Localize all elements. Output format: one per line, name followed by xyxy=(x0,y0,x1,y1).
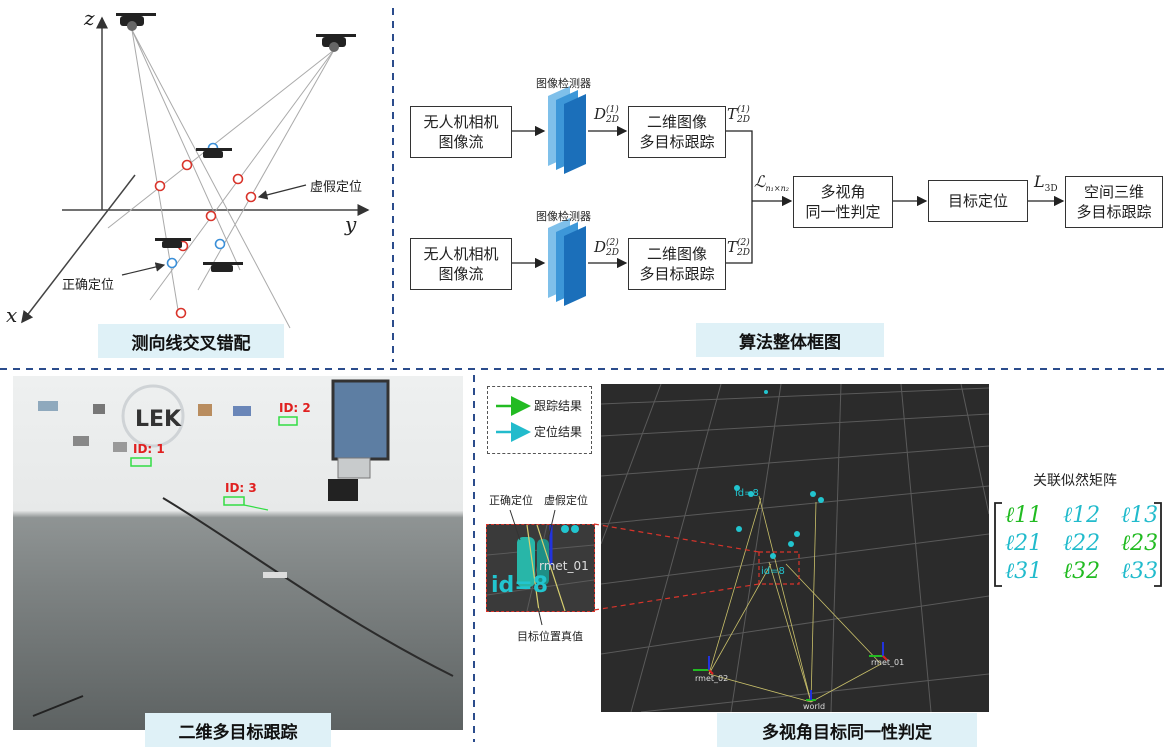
zoom-connector xyxy=(593,523,760,611)
caption-multiview-identity: 多视角目标同一性判定 xyxy=(717,713,977,747)
frame-rmet01-label: rmet_01 xyxy=(871,658,905,667)
axis-x-label: x xyxy=(6,303,18,327)
viz-target-id-1: id=8 xyxy=(735,488,759,499)
tracker-2d-2: 二维图像多目标跟踪 xyxy=(628,238,726,290)
matrix-title: 关联似然矩阵 xyxy=(1033,473,1117,489)
matrix-cell-3-3: ℓ33 xyxy=(1121,559,1159,584)
detector-label-2: 图像检测器 xyxy=(536,210,591,223)
detector-stack-icon xyxy=(548,218,586,306)
uav-image-stream-2: 无人机相机图像流 xyxy=(410,238,512,290)
l3d-symbol: L3D xyxy=(1034,172,1058,195)
frame-world-label: world xyxy=(803,702,826,711)
d2d-1-symbol: D(1)2D xyxy=(594,105,619,125)
target-locate-box: 目标定位 xyxy=(928,180,1028,222)
zoom-inset: id=8 rmet_01 xyxy=(486,524,595,612)
inset-false-label: 虚假定位 xyxy=(544,494,588,507)
tracking-camera-frame: LEK ID: 1 ID: 2 ID: 3 xyxy=(13,376,463,730)
likelihood-symbol: ℒn₁×n₂ xyxy=(754,172,789,194)
d2d-2-symbol: D(2)2D xyxy=(594,238,619,258)
track-id-1: ID: 1 xyxy=(133,442,165,456)
viz-legend: 跟踪结果 定位结果 xyxy=(487,386,592,454)
drone-icon xyxy=(116,13,156,31)
drone-icon xyxy=(196,148,232,158)
legend-track-label: 跟踪结果 xyxy=(534,399,583,413)
detector-stack-icon xyxy=(548,86,586,174)
inset-correct-label: 正确定位 xyxy=(489,494,533,507)
t2d-1-symbol: T(1)2D xyxy=(727,105,750,125)
room-scene: LEK xyxy=(32,379,454,717)
correct-location-label: 正确定位 xyxy=(62,278,115,293)
legend-locate-label: 定位结果 xyxy=(534,425,583,439)
matrix-cell-1-2: ℓ12 xyxy=(1063,503,1101,528)
flow-arrows xyxy=(512,86,1065,306)
inset-pointers xyxy=(509,509,556,626)
drone-icon xyxy=(203,262,243,272)
matrix-cell-2-3: ℓ23 xyxy=(1121,531,1159,556)
matrix-cell-1-1: ℓ11 xyxy=(1005,503,1043,528)
inset-target-id: id=8 xyxy=(491,573,549,598)
track-id-3: ID: 3 xyxy=(225,481,257,495)
rviz-3d-view: id=8 id=8 rmet_02 rmet_01 world xyxy=(601,384,989,712)
axis-z-label: z xyxy=(84,6,95,30)
track-id-2: ID: 2 xyxy=(279,401,311,415)
svg-text:LEK: LEK xyxy=(135,407,182,432)
output-3d-tracking-box: 空间三维多目标跟踪 xyxy=(1065,176,1163,228)
matrix-cell-2-2: ℓ22 xyxy=(1063,531,1101,556)
viz-target-id-2: id=8 xyxy=(761,566,785,577)
matrix-cell-3-1: ℓ31 xyxy=(1005,559,1043,584)
false-location-label: 虚假定位 xyxy=(310,180,363,195)
caption-2d-tracking: 二维多目标跟踪 xyxy=(145,713,331,747)
tracker-2d-1: 二维图像多目标跟踪 xyxy=(628,106,726,158)
matrix-cell-2-1: ℓ21 xyxy=(1005,531,1043,556)
rviz-grid xyxy=(601,384,989,712)
inset-truth-label: 目标位置真值 xyxy=(517,630,583,643)
drone-icon xyxy=(155,238,191,248)
t2d-2-symbol: T(2)2D xyxy=(727,238,750,258)
matrix-cell-1-3: ℓ13 xyxy=(1121,503,1159,528)
uav-image-stream-1: 无人机相机图像流 xyxy=(410,106,512,158)
detector-label-1: 图像检测器 xyxy=(536,77,591,90)
multiview-identity-box: 多视角同一性判定 xyxy=(793,176,893,228)
frame-rmet02-label: rmet_02 xyxy=(695,674,729,683)
inset-frame-label: rmet_01 xyxy=(539,559,589,573)
bearing-diagram xyxy=(21,13,370,329)
matrix-brackets xyxy=(994,502,1162,587)
caption-algorithm-flowchart: 算法整体框图 xyxy=(696,323,884,357)
drone-icon xyxy=(316,34,356,52)
caption-bearing-mismatch: 测向线交叉错配 xyxy=(98,324,284,358)
matrix-cell-3-2: ℓ32 xyxy=(1063,559,1101,584)
axis-y-label: y xyxy=(345,212,357,236)
